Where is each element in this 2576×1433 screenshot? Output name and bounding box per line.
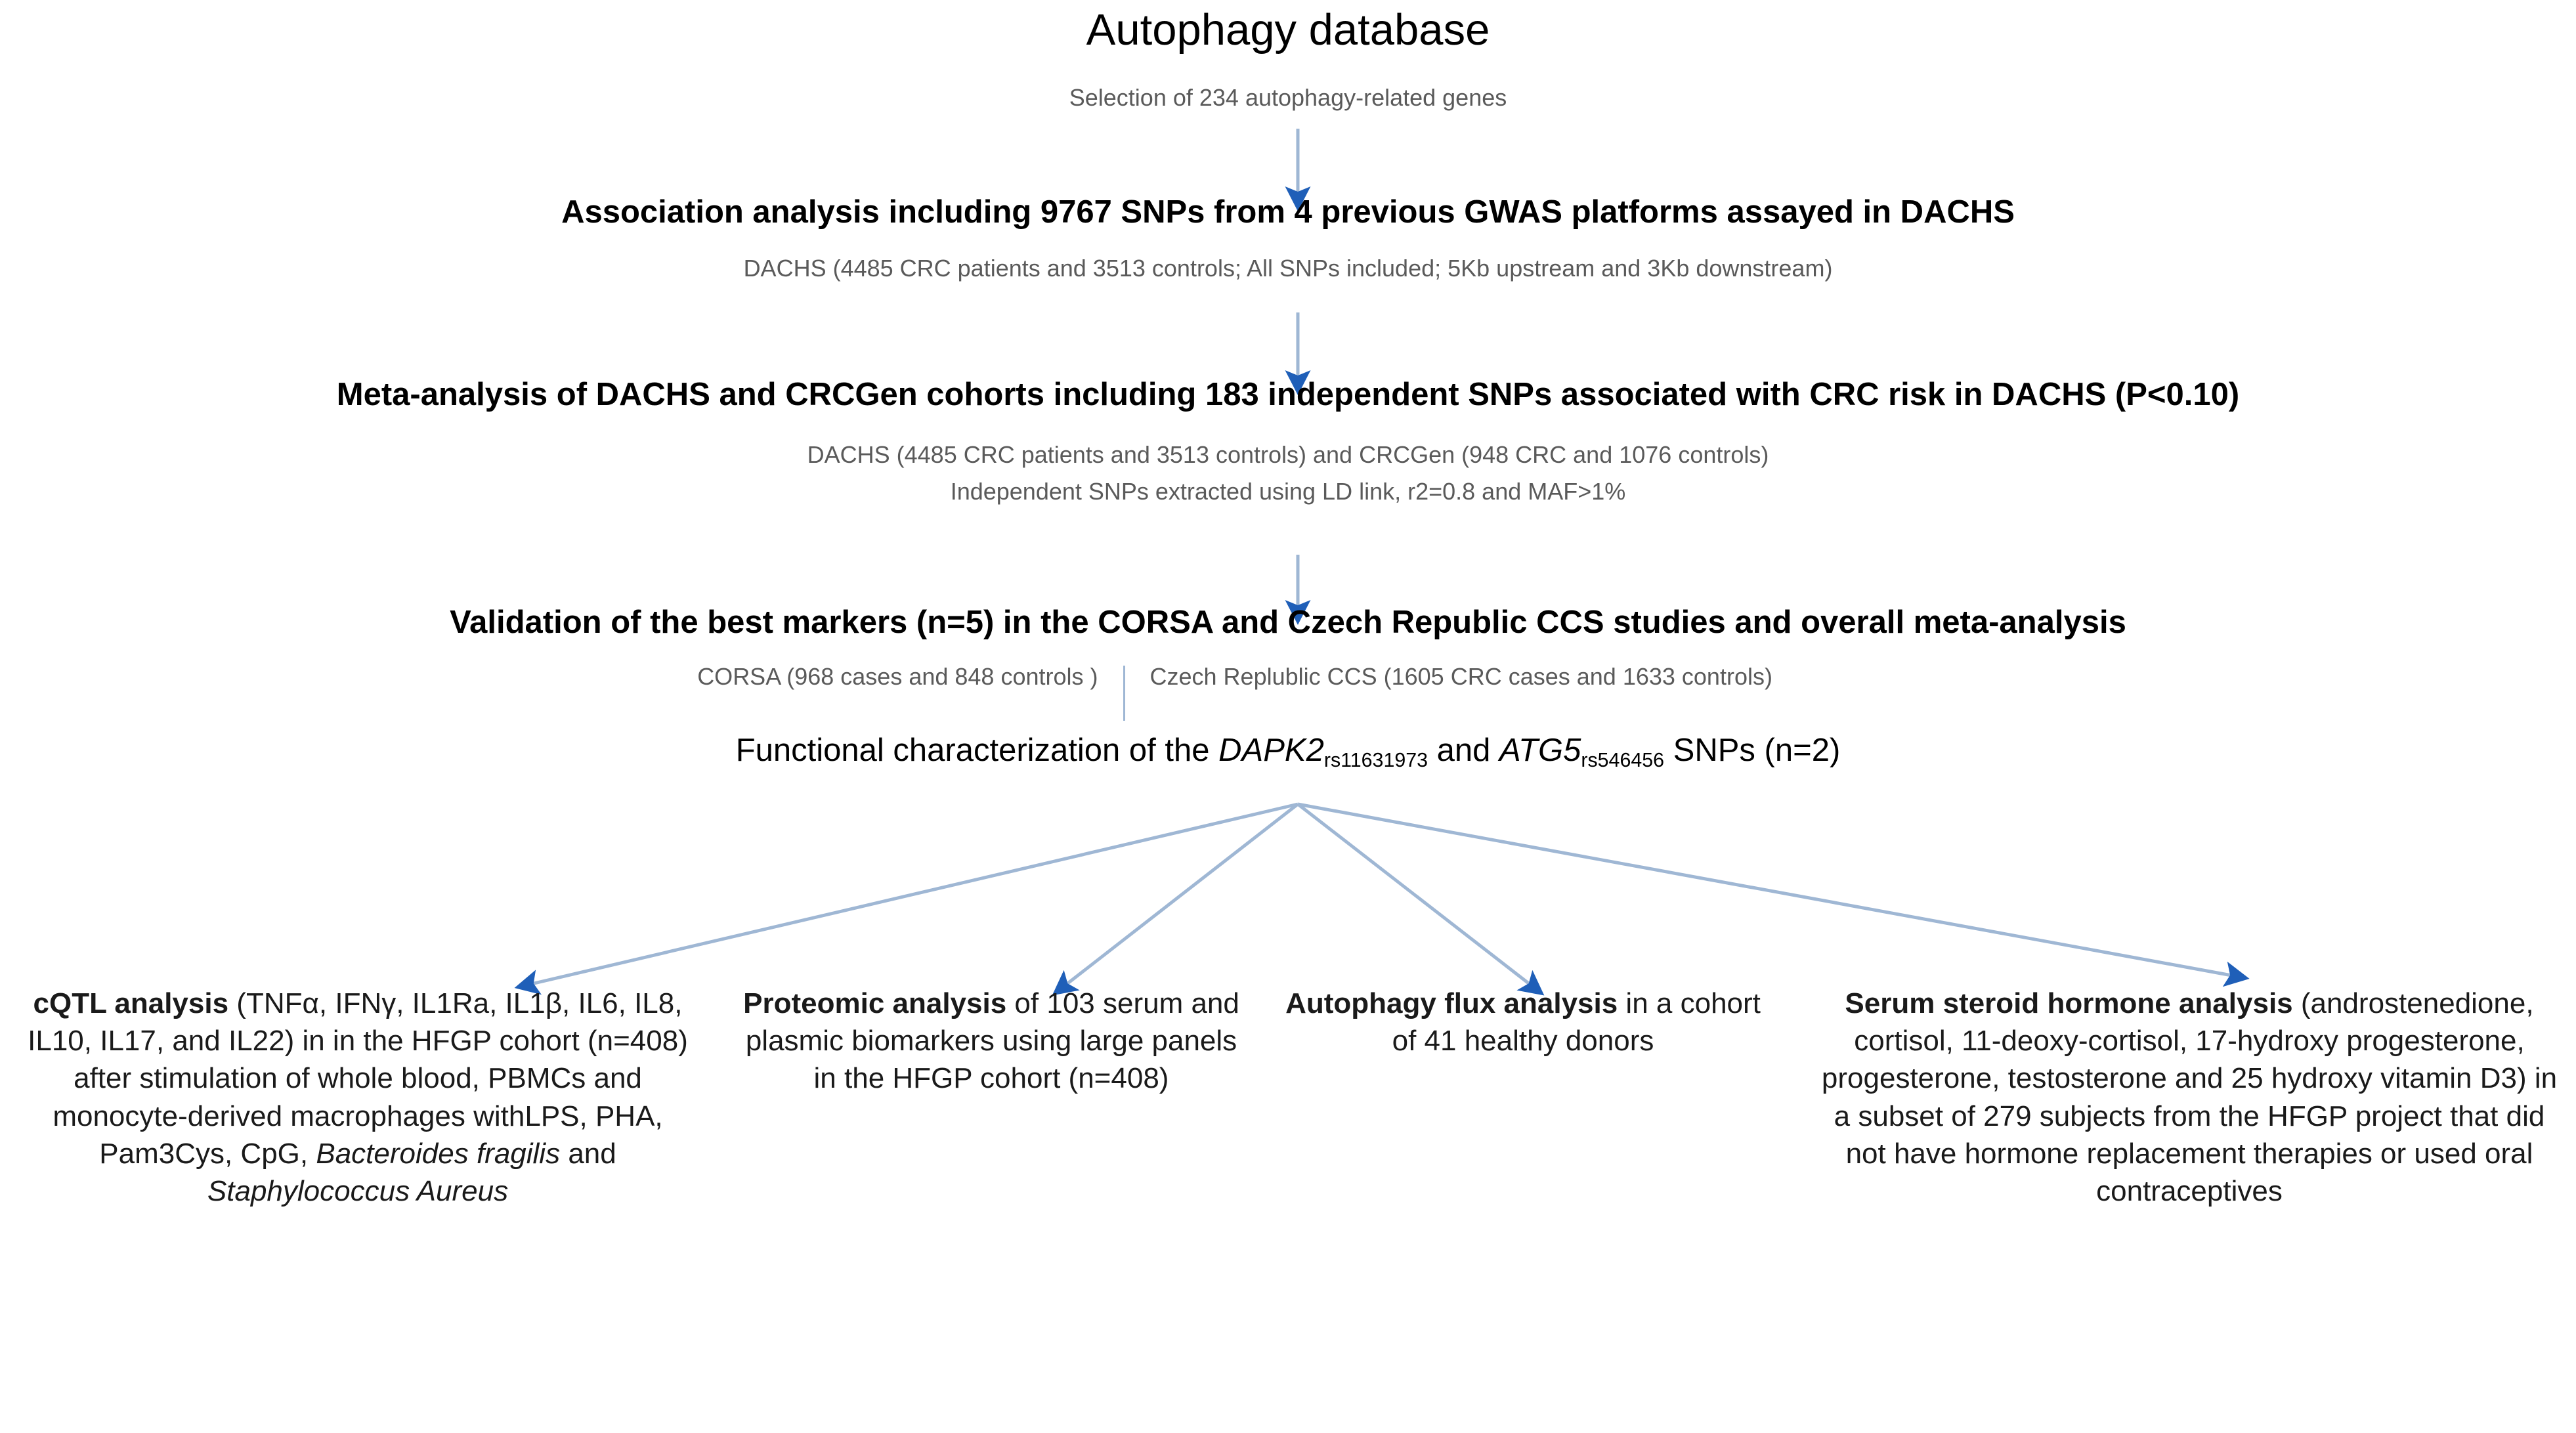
gene-atg5: ATG5 [1499,733,1581,768]
column-autophagy-flux-analysis: Autophagy flux analysis in a cohort of 4… [1274,985,1772,1059]
meta-note-ld: Independent SNPs extracted using LD link… [950,478,1626,505]
step-functional-characterization: Functional characterization of the DAPK2… [0,732,2576,773]
arrow-fan-to-proteomic [1052,803,1299,996]
arrow-fan-to-autophagy-flux [1297,803,1545,996]
column-serum-steroid-lead: Serum steroid hormone analysis [1845,987,2293,1019]
functional-suffix: SNPs (n=2) [1664,733,1841,768]
column-serum-steroid-analysis: Serum steroid hormone analysis (androste… [1812,985,2567,1210]
page-title: Autophagy database [1086,5,1490,54]
column-proteomic-lead: Proteomic analysis [743,987,1007,1019]
column-proteomic-body-1: of 103 serum and plasmic biomarkers usin… [745,987,1239,1095]
organism-bacteroides-fragilis: Bacteroides fragilis [316,1137,561,1170]
step-association-analysis: Association analysis including 9767 SNPs… [561,194,2015,230]
column-serum-steroid-body-1: (androstenedione, cortisol, 11-deoxy-cor… [1821,987,2558,1207]
analysis-columns: cQTL analysis (TNFα, IFNγ, IL1Ra, IL1β, … [0,985,2576,1418]
validation-cohort-notes: CORSA (968 cases and 848 controls ) Czec… [0,663,2576,721]
gene-dapk2: DAPK2 [1218,733,1324,768]
arrow-fan-to-cqtl [514,802,1299,995]
column-proteomic-analysis: Proteomic analysis of 103 serum and plas… [739,985,1244,1098]
selection-note: Selection of 234 autophagy-related genes [1069,84,1507,111]
functional-prefix: Functional characterization of the [735,733,1219,768]
column-autophagy-flux-lead: Autophagy flux analysis [1285,987,1618,1019]
step-validation: Validation of the best markers (n=5) in … [450,605,2126,640]
validation-note-corsa: CORSA (968 cases and 848 controls ) [697,663,1098,690]
snp-rs11631973: rs11631973 [1323,749,1428,772]
column-cqtl-body-1: (TNFα, IFNγ, IL1Ra, IL1β, IL6, IL8, IL10… [28,987,688,1170]
cohort-divider [1123,666,1125,721]
column-cqtl-lead: cQTL analysis [33,987,229,1019]
step-meta-analysis: Meta-analysis of DACHS and CRCGen cohort… [336,377,2240,412]
organism-staphylococcus-aureus: Staphylococcus Aureus [207,1174,509,1207]
arrow-fan-to-serum-steroid [1297,802,2250,987]
snp-rs546456: rs546456 [1581,749,1665,772]
column-autophagy-flux-body-1: in a cohort of 41 healthy donors [1392,987,1761,1058]
meta-note-cohorts: DACHS (4485 CRC patients and 3513 contro… [807,441,1769,468]
functional-middle: and [1428,733,1500,768]
validation-note-czech: Czech Replublic CCS (1605 CRC cases and … [1149,663,1772,690]
column-cqtl-body-2: and [560,1137,616,1170]
association-note: DACHS (4485 CRC patients and 3513 contro… [743,255,1833,282]
column-cqtl-analysis: cQTL analysis (TNFα, IFNγ, IL1Ra, IL1β, … [13,985,702,1210]
